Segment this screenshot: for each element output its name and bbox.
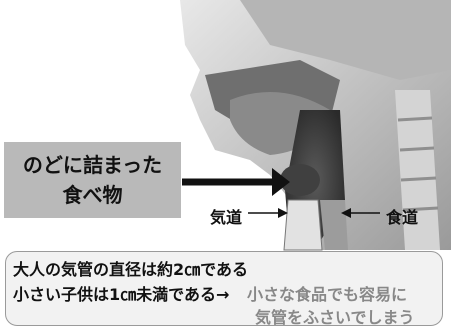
info-line-2-highlight: 小さな食品でも容易に — [247, 285, 408, 304]
callout-line-1: のどに詰まった — [22, 153, 163, 177]
trachea-label: 気道 — [210, 208, 243, 227]
food-arrow-head — [272, 168, 290, 196]
esophagus-label: 食道 — [386, 208, 419, 227]
brain-region — [240, 0, 451, 80]
info-line-2: 小さい子供は1㎝未満である→ — [13, 285, 230, 304]
info-line-1: 大人の気管の直径は約2㎝である — [13, 260, 248, 279]
esophagus-arrow-head — [341, 208, 351, 218]
info-box — [5, 251, 443, 326]
callout-line-2: 食べ物 — [62, 183, 123, 207]
callout-label: のどに詰まった 食べ物 — [4, 142, 181, 210]
esophagus-tube — [320, 200, 348, 250]
callout-box — [4, 142, 181, 218]
trachea-arrow-head — [278, 208, 288, 218]
info-line-3-highlight: 気管をふさいでしまう — [255, 308, 415, 327]
trachea-tube — [283, 199, 323, 251]
lodged-food-mass — [280, 164, 320, 196]
